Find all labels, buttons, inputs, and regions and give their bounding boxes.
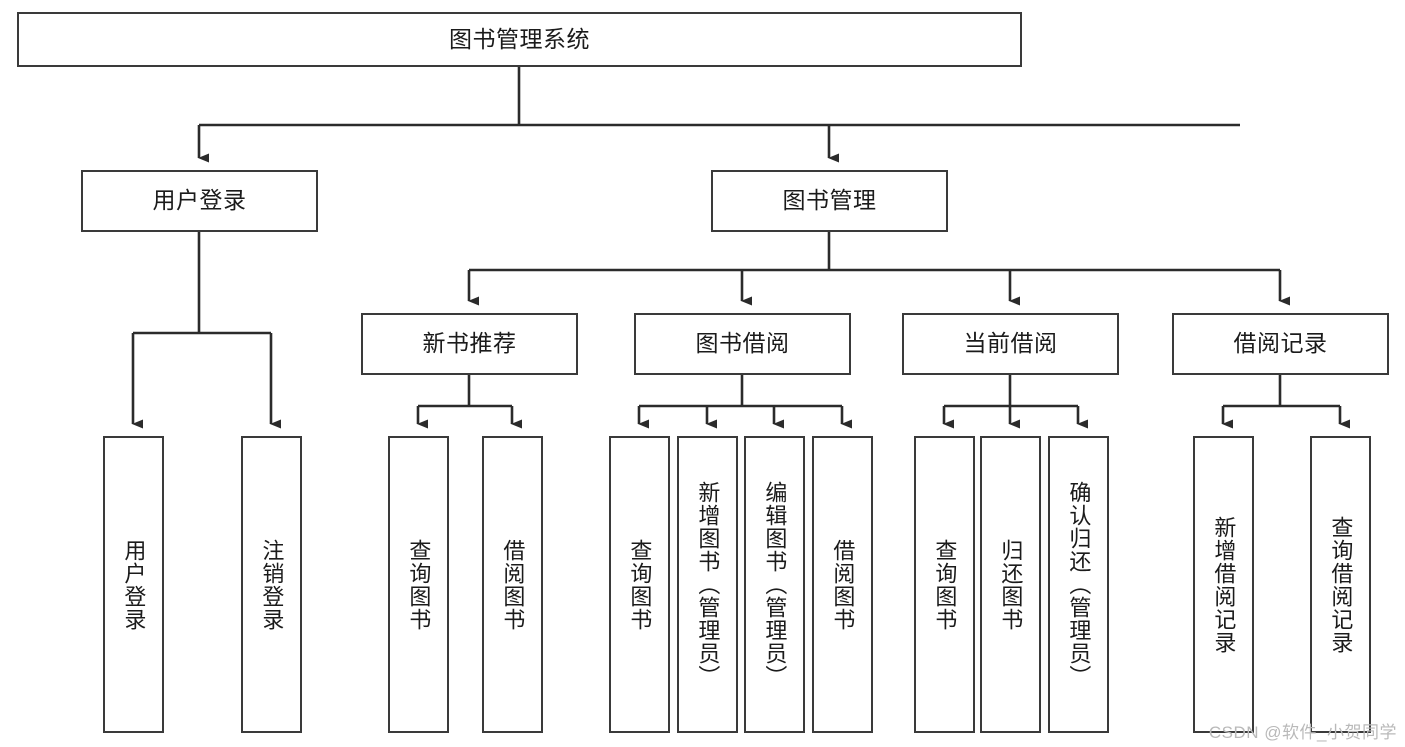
node-borrow-record[interactable]: 借阅记录 — [1172, 313, 1389, 375]
node-user-login-label: 用户登录 — [152, 187, 247, 214]
node-root-label: 图书管理系统 — [449, 25, 590, 52]
node-new-book-recommend-label: 新书推荐 — [422, 330, 517, 357]
node-leaf-borrow-book-2-label: 借阅图书 — [830, 538, 856, 631]
node-leaf-return-book-label: 归还图书 — [998, 538, 1024, 631]
node-leaf-query-book-3-label: 查询图书 — [932, 538, 958, 631]
node-book-borrow-label: 图书借阅 — [695, 330, 790, 357]
node-leaf-user-login-label: 用户登录 — [121, 538, 147, 631]
node-leaf-borrow-book-2[interactable]: 借阅图书 — [812, 436, 873, 733]
node-leaf-user-login[interactable]: 用户登录 — [103, 436, 164, 733]
node-new-book-recommend[interactable]: 新书推荐 — [361, 313, 578, 375]
node-leaf-edit-book-label: 编辑图书（管理员） — [762, 481, 788, 688]
node-root[interactable]: 图书管理系统 — [17, 12, 1022, 67]
csdn-watermark: CSDN @软件_小贺同学 — [1208, 723, 1397, 742]
node-book-borrow[interactable]: 图书借阅 — [634, 313, 851, 375]
node-leaf-confirm-return-label: 确认归还（管理员） — [1066, 481, 1092, 688]
node-user-login[interactable]: 用户登录 — [81, 170, 318, 232]
node-leaf-add-book-label: 新增图书（管理员） — [695, 481, 721, 688]
node-book-management[interactable]: 图书管理 — [711, 170, 948, 232]
node-current-borrow[interactable]: 当前借阅 — [902, 313, 1119, 375]
node-leaf-edit-book[interactable]: 编辑图书（管理员） — [744, 436, 805, 733]
node-leaf-add-record[interactable]: 新增借阅记录 — [1193, 436, 1254, 733]
node-book-management-label: 图书管理 — [782, 187, 877, 214]
node-leaf-return-book[interactable]: 归还图书 — [980, 436, 1041, 733]
node-leaf-add-book[interactable]: 新增图书（管理员） — [677, 436, 738, 733]
node-leaf-add-record-label: 新增借阅记录 — [1211, 515, 1237, 654]
node-leaf-logout-login-label: 注销登录 — [259, 538, 285, 631]
node-current-borrow-label: 当前借阅 — [963, 330, 1058, 357]
node-leaf-query-record-label: 查询借阅记录 — [1328, 515, 1354, 654]
node-leaf-query-record[interactable]: 查询借阅记录 — [1310, 436, 1371, 733]
node-leaf-borrow-book-1-label: 借阅图书 — [500, 538, 526, 631]
node-borrow-record-label: 借阅记录 — [1233, 330, 1328, 357]
node-leaf-confirm-return[interactable]: 确认归还（管理员） — [1048, 436, 1109, 733]
node-leaf-query-book-2[interactable]: 查询图书 — [609, 436, 670, 733]
node-leaf-logout-login[interactable]: 注销登录 — [241, 436, 302, 733]
node-leaf-query-book-3[interactable]: 查询图书 — [914, 436, 975, 733]
node-leaf-query-book-1[interactable]: 查询图书 — [388, 436, 449, 733]
node-leaf-borrow-book-1[interactable]: 借阅图书 — [482, 436, 543, 733]
node-leaf-query-book-2-label: 查询图书 — [627, 538, 653, 631]
node-leaf-query-book-1-label: 查询图书 — [406, 538, 432, 631]
